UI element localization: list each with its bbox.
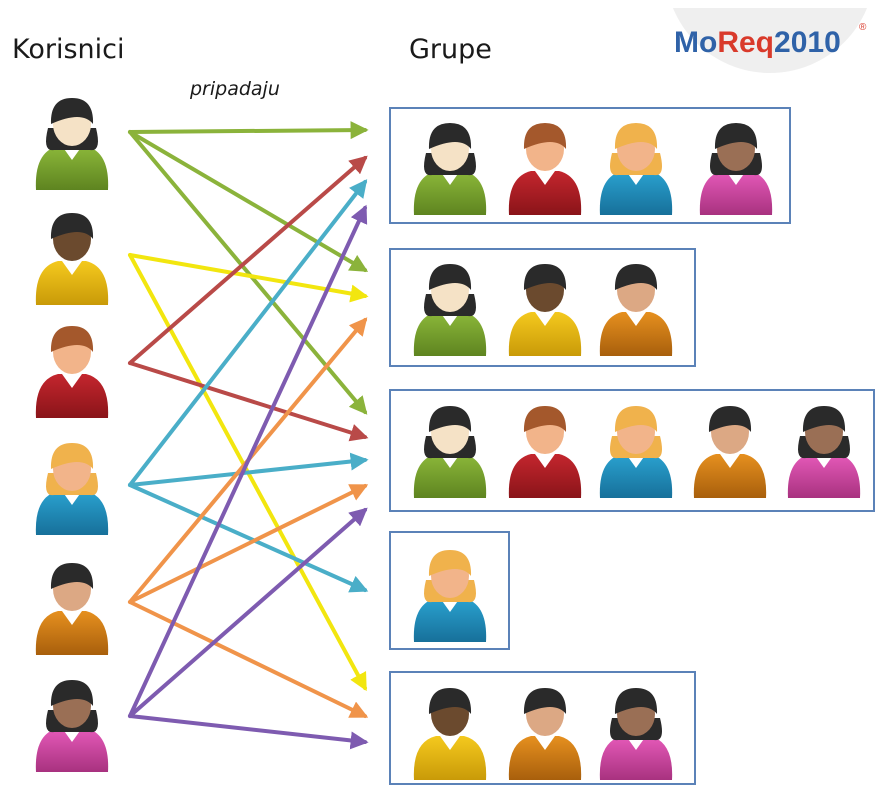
svg-text:MoReq2010: MoReq2010 bbox=[674, 26, 841, 59]
arrow-u4-g4 bbox=[128, 483, 369, 593]
member-g5-u2 bbox=[413, 688, 487, 780]
arrow-u6-g5 bbox=[128, 714, 369, 750]
arrow-u5-g3 bbox=[128, 484, 369, 604]
user-column bbox=[35, 98, 109, 772]
group-box-g5 bbox=[389, 671, 696, 785]
arrow-u6-g1 bbox=[128, 204, 368, 718]
arrow-u1-g3 bbox=[128, 130, 368, 415]
group-box-g1 bbox=[389, 107, 791, 224]
arrow-u6-g3 bbox=[128, 507, 368, 718]
moreq2010-logo: MoReq2010 ® bbox=[672, 8, 868, 73]
arrow-u4-g3 bbox=[128, 452, 369, 487]
users-heading: Korisnici bbox=[12, 34, 125, 65]
group-members bbox=[413, 123, 861, 780]
member-g3-u1 bbox=[413, 406, 487, 498]
arrow-u3-g1 bbox=[128, 155, 368, 365]
user-u3 bbox=[35, 326, 109, 418]
member-g2-u5 bbox=[599, 264, 673, 356]
svg-text:®: ® bbox=[859, 22, 867, 33]
member-g5-u5 bbox=[508, 688, 582, 780]
arrow-u1-g2 bbox=[128, 130, 369, 272]
member-g1-u6 bbox=[699, 123, 773, 215]
member-g3-u3 bbox=[508, 406, 582, 498]
arrow-u3-g3 bbox=[128, 361, 369, 442]
groups-heading: Grupe bbox=[409, 34, 492, 65]
member-g5-u6 bbox=[599, 688, 673, 780]
user-u2 bbox=[35, 213, 109, 305]
relation-label: pripadaju bbox=[190, 78, 280, 100]
member-g2-u1 bbox=[413, 264, 487, 356]
group-box-g4 bbox=[389, 531, 510, 650]
arrow-u1-g1 bbox=[128, 121, 369, 140]
arrow-u4-g1 bbox=[128, 179, 368, 487]
user-u5 bbox=[35, 563, 109, 655]
member-g1-u3 bbox=[508, 123, 582, 215]
user-u1 bbox=[35, 98, 109, 190]
group-box-g3 bbox=[389, 389, 875, 512]
member-g3-u4 bbox=[599, 406, 673, 498]
user-u6 bbox=[35, 680, 109, 772]
member-g3-u6 bbox=[787, 406, 861, 498]
group-box-g2 bbox=[389, 248, 696, 367]
member-g2-u2 bbox=[508, 264, 582, 356]
member-g3-u5 bbox=[693, 406, 767, 498]
arrow-u5-g5 bbox=[128, 600, 369, 718]
membership-arrows bbox=[128, 121, 369, 750]
user-u4 bbox=[35, 443, 109, 535]
member-g1-u1 bbox=[413, 123, 487, 215]
member-g4-u4 bbox=[413, 550, 487, 642]
member-g1-u4 bbox=[599, 123, 673, 215]
